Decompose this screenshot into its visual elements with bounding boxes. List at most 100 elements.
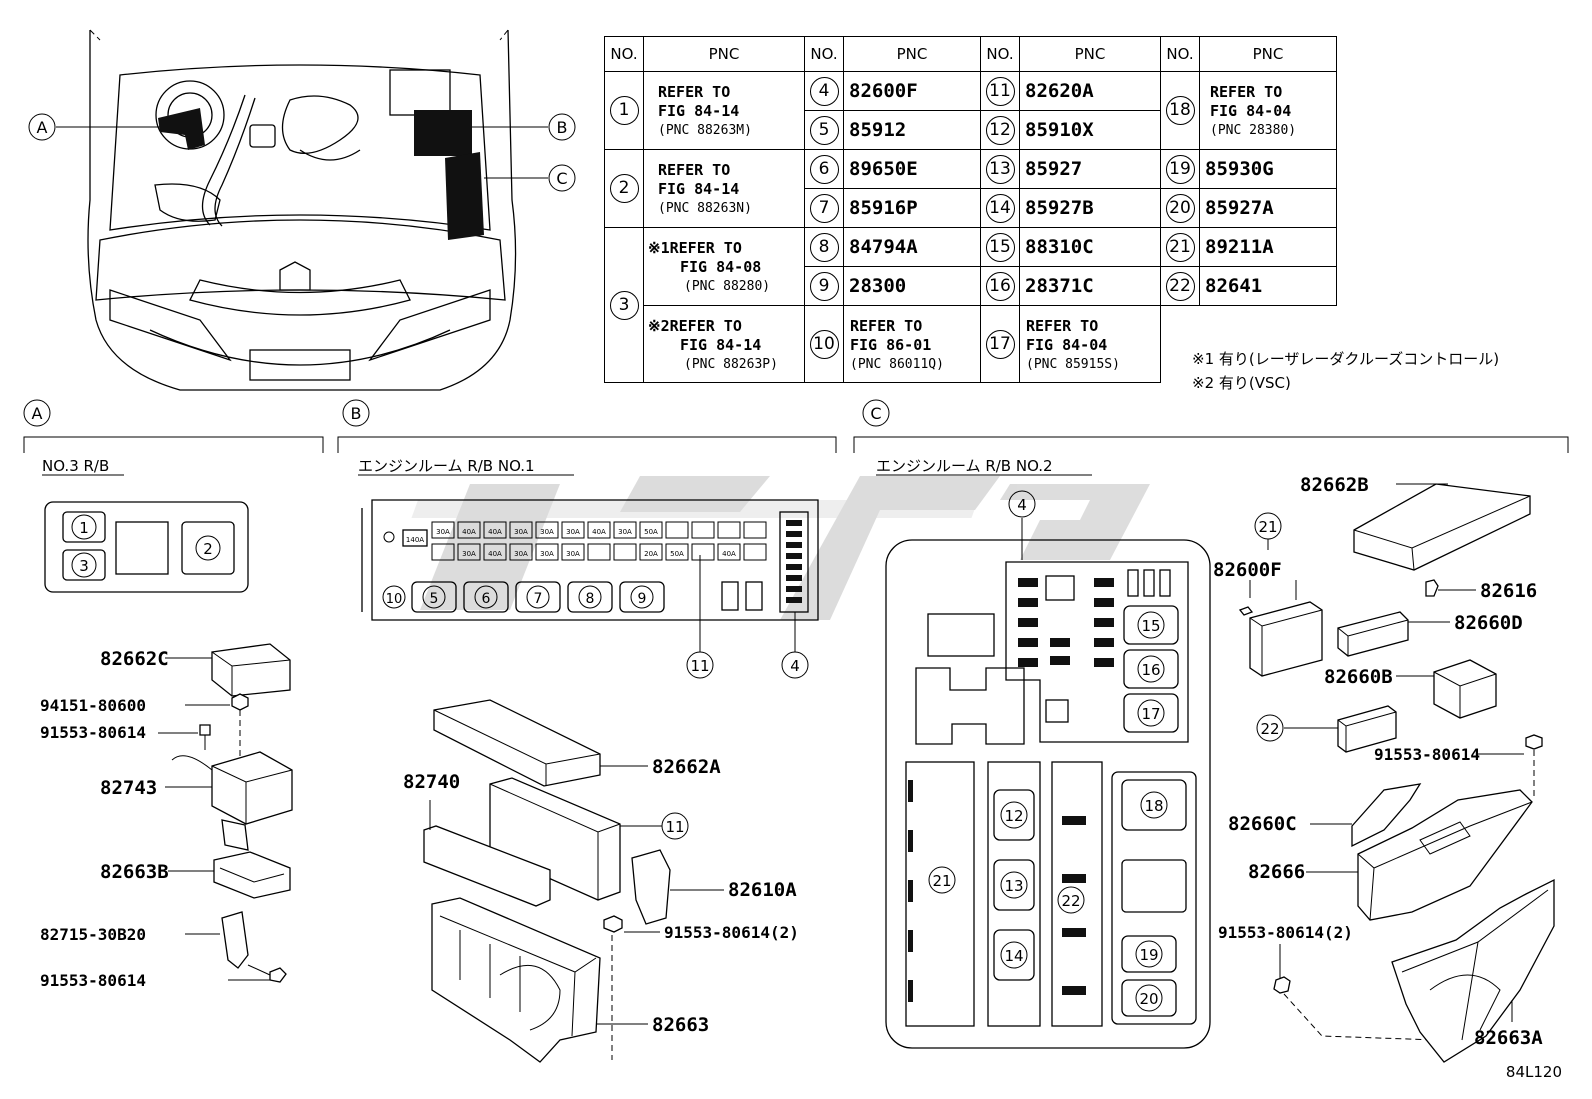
fuse — [587, 521, 611, 539]
engine-room-rb-no2: 4 15 16 17 21 12 13 14 22 18 — [885, 490, 1211, 1049]
fuse — [613, 521, 637, 539]
fuse-label: 30A — [436, 528, 450, 536]
svg-text:16: 16 — [1141, 661, 1160, 679]
fuse — [691, 521, 715, 539]
fuse-label: 40A — [488, 550, 502, 558]
fuse — [717, 521, 741, 539]
svg-text:11: 11 — [665, 818, 684, 836]
section-a-header: A NO.3 R/B — [23, 399, 324, 476]
fuse — [535, 543, 559, 561]
fuse — [483, 543, 507, 561]
section-b-header: B エンジンルーム R/B NO.1 — [337, 399, 837, 476]
mini-fuse — [1062, 986, 1086, 995]
footnote-1: ※1 有り(レーザレーダクルーズコントロール) — [1192, 350, 1500, 368]
relay — [567, 581, 613, 613]
part-label-82663a: 82663A — [1474, 1027, 1543, 1049]
svg-text:4: 4 — [1017, 496, 1027, 514]
mini-fuse — [1062, 928, 1086, 937]
part-label-91553-80614-2: 91553-80614(2) — [664, 923, 799, 942]
mini-fuse — [1094, 578, 1114, 587]
part-label-82662c: 82662C — [100, 648, 169, 670]
part-label-91553-80614: 91553-80614 — [40, 723, 146, 742]
fuse — [743, 521, 767, 539]
fuse-label: 40A — [722, 550, 736, 558]
svg-text:18: 18 — [1144, 797, 1163, 815]
fuse-label: 30A — [462, 550, 476, 558]
relay — [411, 581, 457, 613]
relay — [619, 581, 665, 613]
svg-text:22: 22 — [1260, 720, 1279, 738]
part-label-82663b: 82663B — [100, 861, 169, 883]
pnc-cell: 85910X — [1019, 110, 1161, 150]
fuse — [457, 521, 481, 539]
relay — [515, 581, 561, 613]
section-c-header: C エンジンルーム R/B NO.2 — [853, 399, 1569, 476]
section-c-title: エンジンルーム R/B NO.2 — [876, 457, 1053, 475]
part-label-82660b: 82660B — [1324, 666, 1393, 688]
mini-fuse — [1062, 874, 1086, 883]
relay-box-a — [158, 108, 205, 150]
fuse-label: 50A — [644, 528, 658, 536]
table-row: 1 — [604, 71, 644, 150]
fuse — [431, 521, 455, 539]
mini-fuse — [1094, 618, 1114, 627]
part-label-82743: 82743 — [100, 777, 157, 799]
no3-relay-block: 1 3 2 — [44, 501, 249, 593]
section-b-exploded-parts: 82662A 11 82740 82610A 91553-80614(2) 82… — [403, 699, 799, 1063]
mini-fuse — [1018, 618, 1038, 627]
part-label-82662a: 82662A — [652, 756, 721, 778]
fuse-label: 30A — [540, 550, 554, 558]
svg-text:2: 2 — [203, 540, 213, 558]
mini-fuse — [1018, 598, 1038, 607]
pnc-cell: 89211A — [1199, 227, 1337, 267]
svg-text:12: 12 — [1004, 807, 1023, 825]
relay-number: 9 — [638, 591, 647, 607]
svg-text:3: 3 — [79, 557, 89, 575]
footnote-2: ※2 有り(VSC) — [1192, 374, 1291, 392]
svg-text:20: 20 — [1139, 990, 1158, 1008]
svg-text:19: 19 — [1139, 946, 1158, 964]
svg-text:A: A — [32, 404, 43, 423]
pnc-cell: 28300 — [843, 266, 981, 306]
col-header-pnc: PNC — [643, 36, 805, 72]
refer-cell: ※1REFER TO FIG 84-08 (PNC 88280) — [643, 227, 805, 306]
svg-text:140A: 140A — [406, 536, 424, 544]
svg-text:13: 13 — [1004, 877, 1023, 895]
fuse — [639, 521, 663, 539]
fuse-label: 40A — [592, 528, 606, 536]
svg-text:15: 15 — [1141, 617, 1160, 635]
relay — [463, 581, 509, 613]
mini-fuse — [1062, 816, 1086, 825]
svg-text:B: B — [351, 404, 362, 423]
fuse — [665, 543, 689, 561]
part-label-91553-80614-c: 91553-80614 — [1374, 745, 1480, 764]
relay-box-b — [414, 110, 472, 156]
fuse-label: 20A — [644, 550, 658, 558]
fuse — [535, 521, 559, 539]
pnc-cell: 28371C — [1019, 266, 1161, 306]
fuse-label: 30A — [540, 528, 554, 536]
fuse-label: 30A — [566, 528, 580, 536]
svg-text:14: 14 — [1004, 947, 1023, 965]
pnc-cell: 85927 — [1019, 149, 1161, 189]
svg-text:C: C — [870, 404, 881, 423]
pnc-cell: 85927A — [1199, 188, 1337, 228]
part-label-82663: 82663 — [652, 1014, 709, 1036]
svg-text:10: 10 — [386, 592, 403, 607]
part-label-82660d: 82660D — [1454, 612, 1523, 634]
part-label-82662b: 82662B — [1300, 474, 1369, 496]
part-label-94151-80600: 94151-80600 — [40, 696, 146, 715]
fuse-label: 50A — [670, 550, 684, 558]
mini-fuse — [1018, 578, 1038, 587]
svg-text:11: 11 — [690, 657, 709, 675]
section-a-exploded-parts: 82662C 94151-80600 91553-80614 82743 826… — [40, 643, 293, 990]
part-label-82715-30b20: 82715-30B20 — [40, 925, 146, 944]
col-header-no: NO. — [604, 36, 644, 72]
section-a-title: NO.3 R/B — [42, 457, 109, 475]
